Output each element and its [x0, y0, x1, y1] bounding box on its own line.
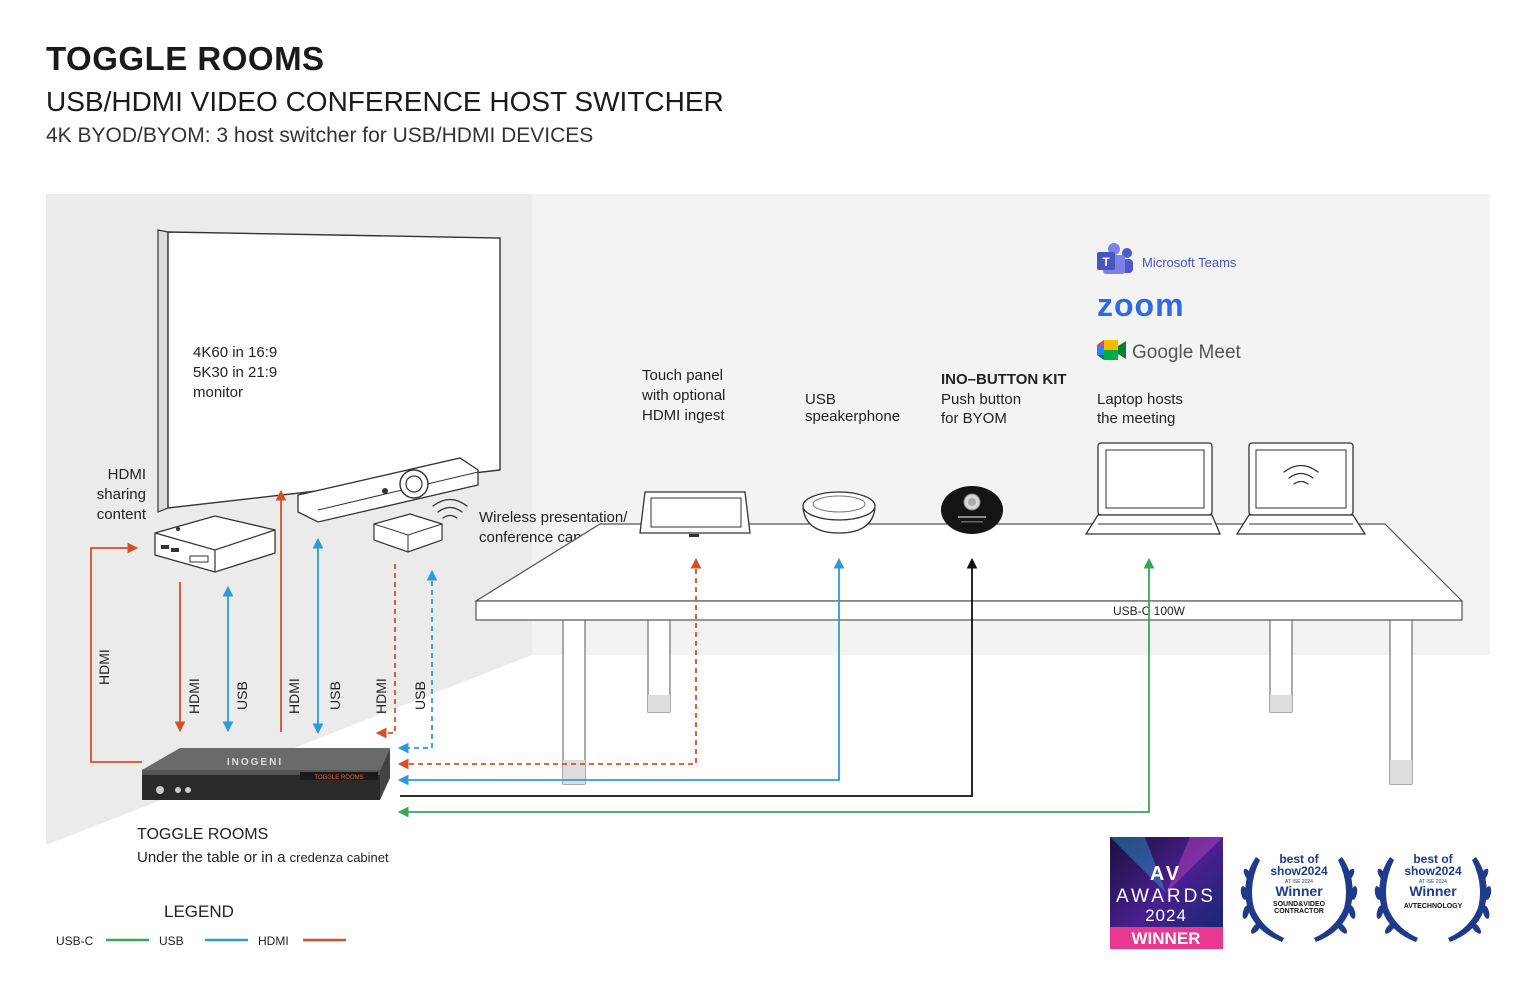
- bos1-line3: AT ISE 2024: [1285, 879, 1313, 885]
- laptop-label-1: Laptop hosts: [1097, 391, 1183, 408]
- speakerphone-label-2: speakerphone: [805, 408, 900, 425]
- legend-usb-label: USB: [159, 934, 184, 948]
- monitor-label-1: 4K60 in 16:9: [193, 344, 277, 361]
- device-brand-text: INOGENI: [227, 757, 283, 768]
- legend: LEGEND USB-C USB HDMI: [56, 902, 346, 948]
- best-of-show-badge-2: best of show2024 AT ISE 2024 Winner AVTE…: [1374, 852, 1492, 942]
- bos1-line6: CONTRACTOR: [1274, 908, 1324, 915]
- legend-hdmi-label: HDMI: [258, 934, 289, 948]
- wifi-icon: [1283, 464, 1319, 485]
- av-awards-badge: AV AWARDS 2024 WINNER: [1110, 837, 1223, 949]
- av-awards-line4: WINNER: [1132, 929, 1201, 948]
- teams-label: Microsoft Teams: [1142, 255, 1237, 270]
- touch-panel: Touch panel with optional HDMI ingest: [639, 367, 751, 537]
- cable-label-usb-1: USB: [234, 681, 250, 710]
- laptop-label-2: the meeting: [1097, 410, 1175, 427]
- bos1-line2: show2024: [1270, 864, 1328, 878]
- connection-lines: [90, 489, 1155, 818]
- bos1-line5: SOUND&VIDEO: [1273, 901, 1326, 908]
- bos1-line4: Winner: [1275, 883, 1323, 899]
- hdmi-sharing-label-3: content: [97, 506, 147, 523]
- page-tagline: 4K BYOD/BYOM: 3 host switcher for USB/HD…: [46, 124, 594, 147]
- wifi-icon: [432, 498, 468, 519]
- laurel-wreath-icon: [1240, 857, 1358, 942]
- laptop-wireless: [1235, 442, 1367, 535]
- bos2-line3: AT ISE 2024: [1419, 879, 1447, 885]
- av-awards-line2: AWARDS: [1116, 886, 1216, 907]
- svg-text:T: T: [1102, 255, 1110, 269]
- cable-labels: HDMI HDMI USB HDMI USB HDMI USB: [96, 649, 428, 714]
- hdmi-line-sharing-input: [90, 542, 142, 763]
- usb-speakerphone: USB speakerphone: [802, 391, 900, 534]
- cable-label-hdmi-4: HDMI: [373, 678, 389, 714]
- monitor-label-3: monitor: [193, 384, 243, 401]
- platform-logos: T Microsoft Teams zoom Google Meet: [1097, 243, 1242, 363]
- legend-usbc-label: USB-C: [56, 934, 94, 948]
- touch-panel-label-3: HDMI ingest: [642, 407, 725, 424]
- hdmi-sharing-label-2: sharing: [97, 486, 146, 503]
- google-meet-icon: [1097, 340, 1126, 360]
- ino-button-title: INO–BUTTON KIT: [941, 371, 1067, 388]
- page-subtitle: USB/HDMI VIDEO CONFERENCE HOST SWITCHER: [46, 86, 724, 117]
- page-title: TOGGLE ROOMS: [46, 40, 325, 77]
- meet-label: Google Meet: [1132, 342, 1242, 363]
- cable-label-usb-3: USB: [412, 681, 428, 710]
- best-of-show-badge-1: best of show2024 AT ISE 2024 Winner SOUN…: [1240, 852, 1358, 942]
- legend-title: LEGEND: [164, 902, 234, 921]
- microsoft-teams-icon: T: [1097, 243, 1133, 274]
- ino-button: INO–BUTTON KIT Push button for BYOM: [941, 371, 1067, 534]
- wireless-label-1: Wireless presentation/: [479, 509, 628, 526]
- laurel-wreath-icon: [1374, 857, 1492, 942]
- bos1-line1: best of: [1279, 852, 1319, 866]
- toggle-rooms-device: TOGGLE ROOMS INOGENI TOGGLE ROOMS Under …: [137, 748, 390, 866]
- bos2-line5: AVTECHNOLOGY: [1404, 903, 1463, 910]
- usbc-line-laptop: [397, 557, 1155, 818]
- cable-label-usb-2: USB: [327, 681, 343, 710]
- av-awards-line3: 2024: [1145, 906, 1187, 925]
- touch-panel-label-2: with optional: [641, 387, 725, 404]
- wall-monitor: 4K60 in 16:9 5K30 in 21:9 monitor: [157, 229, 501, 513]
- cable-label-hdmi-1: HDMI: [96, 649, 112, 685]
- cable-label-hdmi-2: HDMI: [186, 678, 202, 714]
- hdmi-sharing-label-1: HDMI: [108, 466, 146, 483]
- device-label: TOGGLE ROOMS: [137, 826, 268, 843]
- bos2-line4: Winner: [1409, 883, 1457, 899]
- zoom-logo: zoom: [1097, 287, 1185, 323]
- ino-button-label-2: for BYOM: [941, 410, 1007, 427]
- hdmi-sharing-box: HDMI sharing content: [97, 466, 276, 573]
- bos2-line1: best of: [1413, 852, 1453, 866]
- ino-button-label-1: Push button: [941, 391, 1021, 408]
- device-caption: Under the table or in a credenza cabinet: [137, 849, 389, 866]
- hdmi-line-wireless: [375, 564, 396, 739]
- video-bar-camera: [297, 457, 479, 523]
- av-awards-line1: AV: [1150, 863, 1182, 885]
- bos2-line2: show2024: [1404, 864, 1462, 878]
- speakerphone-label-1: USB: [805, 391, 836, 408]
- touch-panel-label-1: Touch panel: [642, 367, 723, 384]
- device-model-text: TOGGLE ROOMS: [314, 775, 363, 781]
- laptop-host: Laptop hosts the meeting: [1084, 391, 1221, 535]
- monitor-label-2: 5K30 in 21:9: [193, 364, 277, 381]
- cable-label-hdmi-3: HDMI: [286, 678, 302, 714]
